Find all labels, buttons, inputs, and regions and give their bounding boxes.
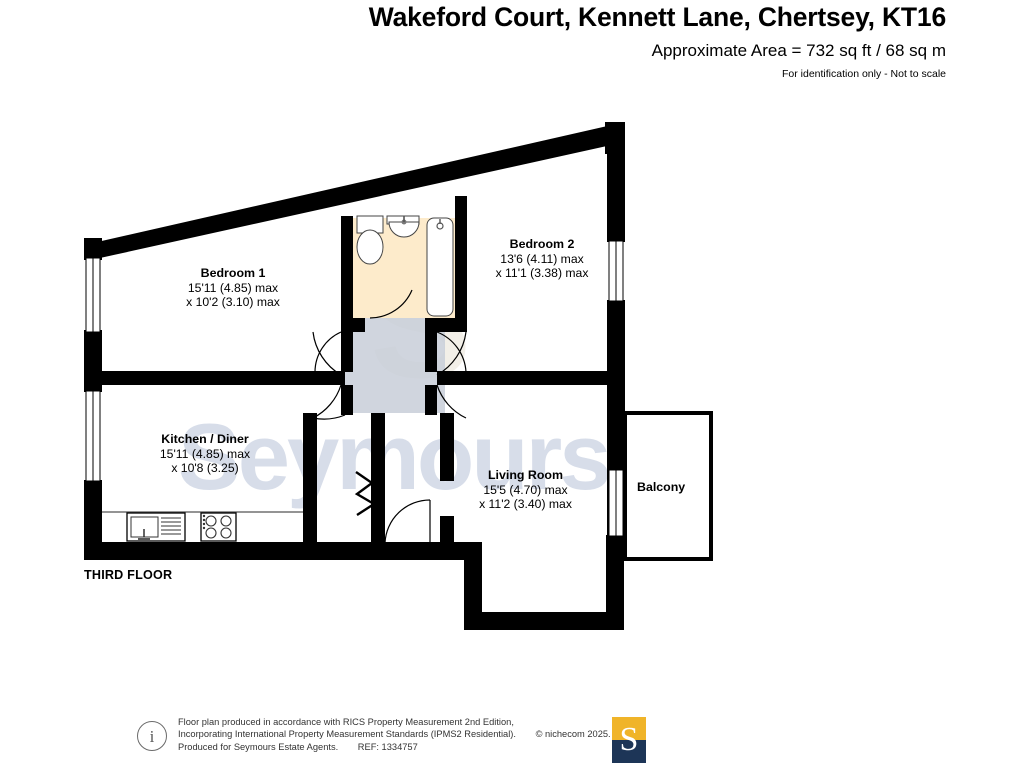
- toilet-icon: [356, 229, 384, 265]
- scale-disclaimer: For identification only - Not to scale: [782, 68, 946, 80]
- outer-walls: [84, 122, 625, 630]
- internal-walls: [100, 196, 610, 560]
- footer-line-1: Floor plan produced in accordance with R…: [178, 717, 514, 727]
- doors: [312, 289, 467, 544]
- bathroom-fixtures: [356, 215, 454, 317]
- room-dim-2: x 10'8 (3.25): [171, 461, 239, 475]
- room-label-living-room: Living Room 15'5 (4.70) max x 11'2 (3.40…: [443, 468, 608, 512]
- room-label-kitchen-diner: Kitchen / Diner 15'11 (4.85) max x 10'8 …: [115, 432, 295, 476]
- footer-reference: REF: 1334757: [357, 741, 418, 752]
- balcony-outline: [623, 411, 713, 561]
- logo-letter: S: [619, 721, 639, 758]
- footer-line-3-wrap: Produced for Seymours Estate Agents. REF…: [178, 741, 611, 753]
- door-bedroom1: [314, 331, 342, 373]
- logo-gold-block: [612, 717, 646, 740]
- room-dim-1: 13'6 (4.11) max: [500, 251, 584, 266]
- door-kitchen: [312, 384, 342, 419]
- bathtub-icon: [426, 217, 454, 317]
- footer-line-2-wrap: Incorporating International Property Mea…: [178, 728, 611, 740]
- floor-level-label: THIRD FLOOR: [84, 568, 173, 582]
- wall-break-symbol: [354, 471, 377, 517]
- door-entrance: [384, 499, 431, 544]
- kitchen-fixtures: [102, 511, 303, 542]
- room-dim-1: 15'5 (4.70) max: [483, 482, 568, 497]
- info-icon-glyph: i: [149, 726, 155, 746]
- windows: [85, 240, 624, 537]
- room-dim-2: x 10'2 (3.10) max: [186, 295, 280, 309]
- logo-navy-block: S: [612, 723, 646, 763]
- hob-icon: [200, 512, 237, 542]
- room-name: Living Room: [487, 468, 564, 482]
- door-bedroom2: [436, 331, 467, 373]
- room-label-bedroom-2: Bedroom 2 13'6 (4.11) max x 11'1 (3.38) …: [462, 237, 622, 281]
- room-dim-1: 15'11 (4.85) max: [187, 280, 279, 295]
- info-icon: i: [137, 721, 167, 751]
- footer-copyright: © nichecom 2025.: [535, 729, 611, 740]
- room-label-balcony: Balcony: [637, 480, 686, 494]
- basin-icon: [388, 221, 420, 238]
- approximate-area: Approximate Area = 732 sq ft / 68 sq m: [651, 41, 946, 60]
- plan-header: Wakeford Court, Kennett Lane, Chertsey, …: [0, 0, 1024, 80]
- seymours-logo: S: [612, 717, 646, 763]
- door-livingroom: [436, 384, 467, 419]
- footer-line-3: Produced for Seymours Estate Agents.: [178, 741, 339, 752]
- room-dim-2: x 11'1 (3.38) max: [495, 266, 589, 280]
- room-dim-2: x 11'2 (3.40) max: [479, 497, 572, 511]
- page-title: Wakeford Court, Kennett Lane, Chertsey, …: [368, 2, 946, 32]
- room-name: Kitchen / Diner: [161, 432, 249, 446]
- plan-footer: i Floor plan produced in accordance with…: [137, 716, 611, 753]
- room-label-bedroom-1: Bedroom 1 15'11 (4.85) max x 10'2 (3.10)…: [143, 266, 323, 310]
- room-name: Bedroom 2: [509, 237, 575, 251]
- footer-text: Floor plan produced in accordance with R…: [178, 716, 611, 753]
- room-dim-1: 15'11 (4.85) max: [159, 446, 251, 461]
- room-name: Bedroom 1: [200, 266, 266, 280]
- footer-line-2: Incorporating International Property Mea…: [178, 729, 516, 740]
- door-bathroom: [369, 289, 413, 319]
